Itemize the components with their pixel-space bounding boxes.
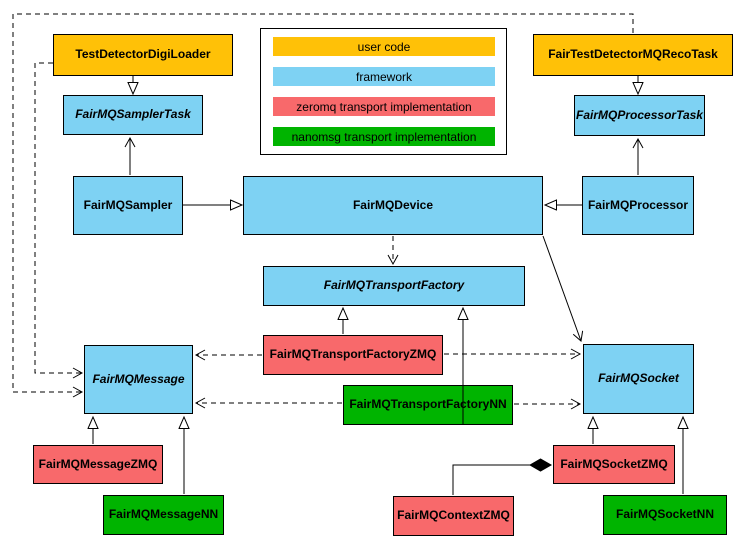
node-fair-test-detector-mq-reco-task: FairTestDetectorMQRecoTask bbox=[533, 34, 733, 76]
node-fairmq-sampler: FairMQSampler bbox=[73, 176, 183, 235]
node-fairmq-transport-factory-nn: FairMQTransportFactoryNN bbox=[343, 385, 513, 425]
node-fairmq-socket: FairMQSocket bbox=[583, 344, 694, 414]
node-fairmq-socket-nn: FairMQSocketNN bbox=[603, 495, 727, 535]
node-fairmq-message: FairMQMessage bbox=[84, 345, 193, 414]
legend-item-user-code: user code bbox=[273, 37, 495, 56]
node-fairmq-context-zmq: FairMQContextZMQ bbox=[393, 496, 514, 536]
legend-item-framework: framework bbox=[273, 67, 495, 86]
node-fairmq-message-nn: FairMQMessageNN bbox=[103, 495, 224, 535]
edge-device-uses-socket bbox=[542, 235, 584, 342]
edge-socketzmq-composes-contextzmq bbox=[452, 465, 551, 495]
node-fairmq-transport-factory-zmq: FairMQTransportFactoryZMQ bbox=[263, 335, 443, 375]
legend-item-nanomsg: nanomsg transport implementation bbox=[273, 127, 495, 146]
node-fairmq-processor: FairMQProcessor bbox=[582, 176, 694, 235]
legend-item-zeromq: zeromq transport implementation bbox=[273, 97, 495, 116]
node-test-detector-digi-loader: TestDetectorDigiLoader bbox=[53, 34, 233, 76]
node-fairmq-transport-factory: FairMQTransportFactory bbox=[263, 266, 525, 306]
node-fairmq-processor-task: FairMQProcessorTask bbox=[574, 95, 705, 136]
node-fairmq-socket-zmq: FairMQSocketZMQ bbox=[553, 445, 675, 484]
node-fairmq-message-zmq: FairMQMessageZMQ bbox=[33, 445, 163, 484]
legend: user code framework zeromq transport imp… bbox=[260, 28, 507, 155]
node-fairmq-sampler-task: FairMQSamplerTask bbox=[63, 95, 203, 135]
node-fairmq-device: FairMQDevice bbox=[243, 176, 543, 235]
